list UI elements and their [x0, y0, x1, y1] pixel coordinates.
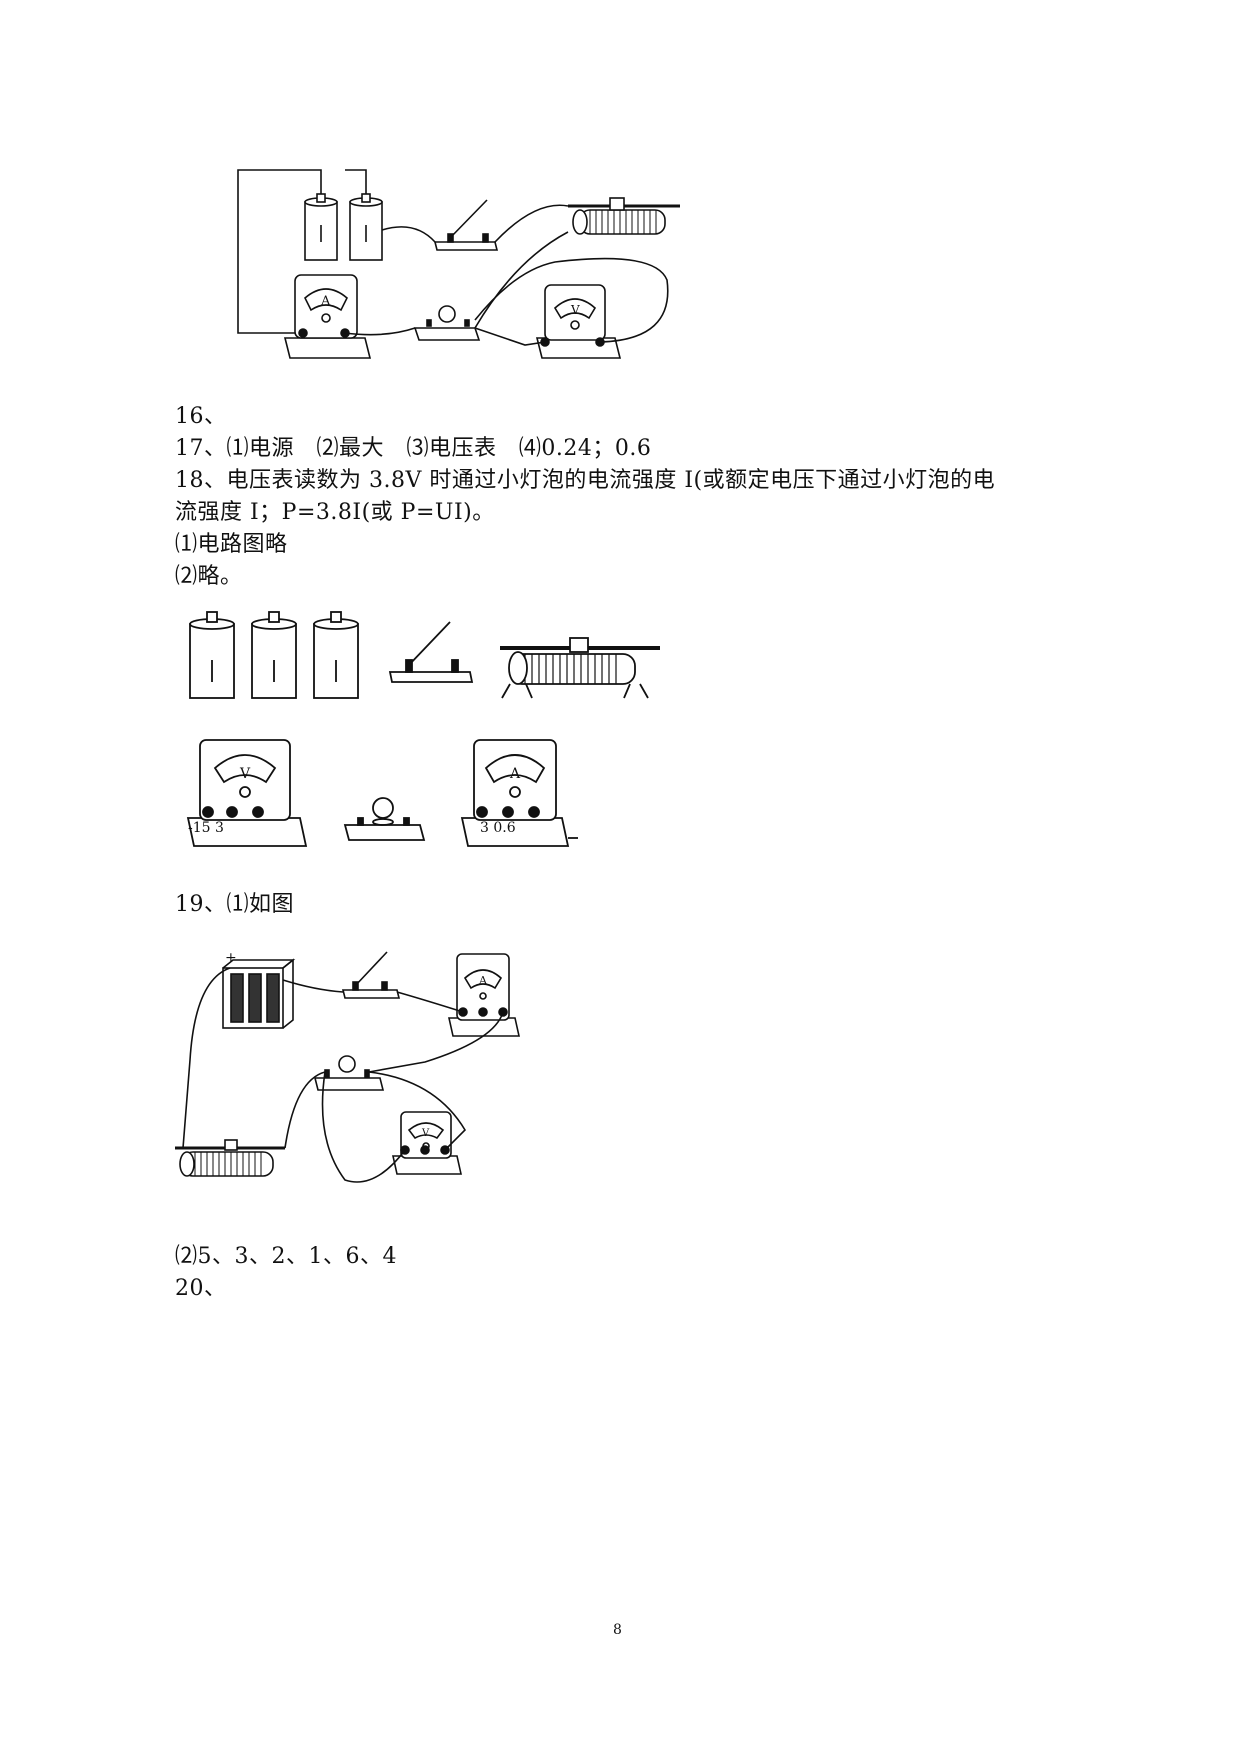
battery-icon — [251, 611, 297, 699]
ammeter-glyph: A — [478, 974, 488, 987]
voltmeter-icon — [392, 1111, 462, 1175]
lamp-icon — [313, 1055, 385, 1091]
battery-icon — [189, 611, 235, 699]
switch-icon — [433, 199, 499, 251]
answer-18-sub1: ⑴电路图略 — [175, 532, 288, 557]
battery-icon — [313, 611, 359, 699]
answer-19-sub1: 19、⑴如图 — [175, 892, 294, 917]
figure-q18-components: V -15 3 A 3 0.6 — [180, 600, 700, 890]
voltmeter-terminal-labels: -15 3 — [188, 820, 224, 836]
answer-19-sub2: ⑵5、3、2、1、6、4 — [175, 1244, 397, 1269]
voltmeter-icon — [186, 739, 308, 847]
battery-icon — [349, 193, 383, 261]
switch-icon — [341, 951, 401, 999]
voltmeter-glyph: V — [239, 766, 251, 782]
battery-plus-sign: + — [225, 950, 237, 966]
answer-18-line2: 流强度 I；P=3.8I(或 P=UI)。 — [175, 500, 495, 525]
rheostat-icon — [500, 637, 660, 699]
lamp-icon — [343, 797, 426, 841]
answer-17: 17、⑴电源 ⑵最大 ⑶电压表 ⑷0.24；0.6 — [175, 436, 652, 461]
rheostat-icon — [568, 197, 680, 235]
battery-icon — [304, 193, 338, 261]
answer-18-sub2: ⑵略。 — [175, 564, 243, 589]
figure-q16-circuit: A V — [237, 169, 755, 410]
voltmeter-glyph: V — [570, 303, 580, 317]
answer-18-line1: 18、电压表读数为 3.8V 时通过小灯泡的电流强度 I(或额定电压下通过小灯泡… — [175, 468, 996, 493]
voltmeter-glyph: V — [421, 1128, 430, 1139]
ammeter-icon — [283, 274, 372, 359]
figure-q19-circuit: + A V — [175, 940, 535, 1220]
answer-20: 20、 — [175, 1276, 227, 1301]
ammeter-icon — [448, 953, 520, 1037]
answer-16: 16、 — [175, 404, 227, 429]
battery-pack-icon — [222, 958, 296, 1029]
ammeter-terminal-labels: 3 0.6 — [480, 820, 516, 836]
ammeter-icon — [460, 739, 578, 847]
ammeter-glyph: A — [320, 294, 331, 309]
rheostat-icon — [175, 1139, 285, 1177]
page-number: 8 — [613, 1622, 622, 1638]
switch-icon — [388, 621, 474, 683]
ammeter-glyph: A — [509, 766, 521, 782]
lamp-icon — [413, 305, 481, 341]
voltmeter-icon — [535, 284, 622, 359]
